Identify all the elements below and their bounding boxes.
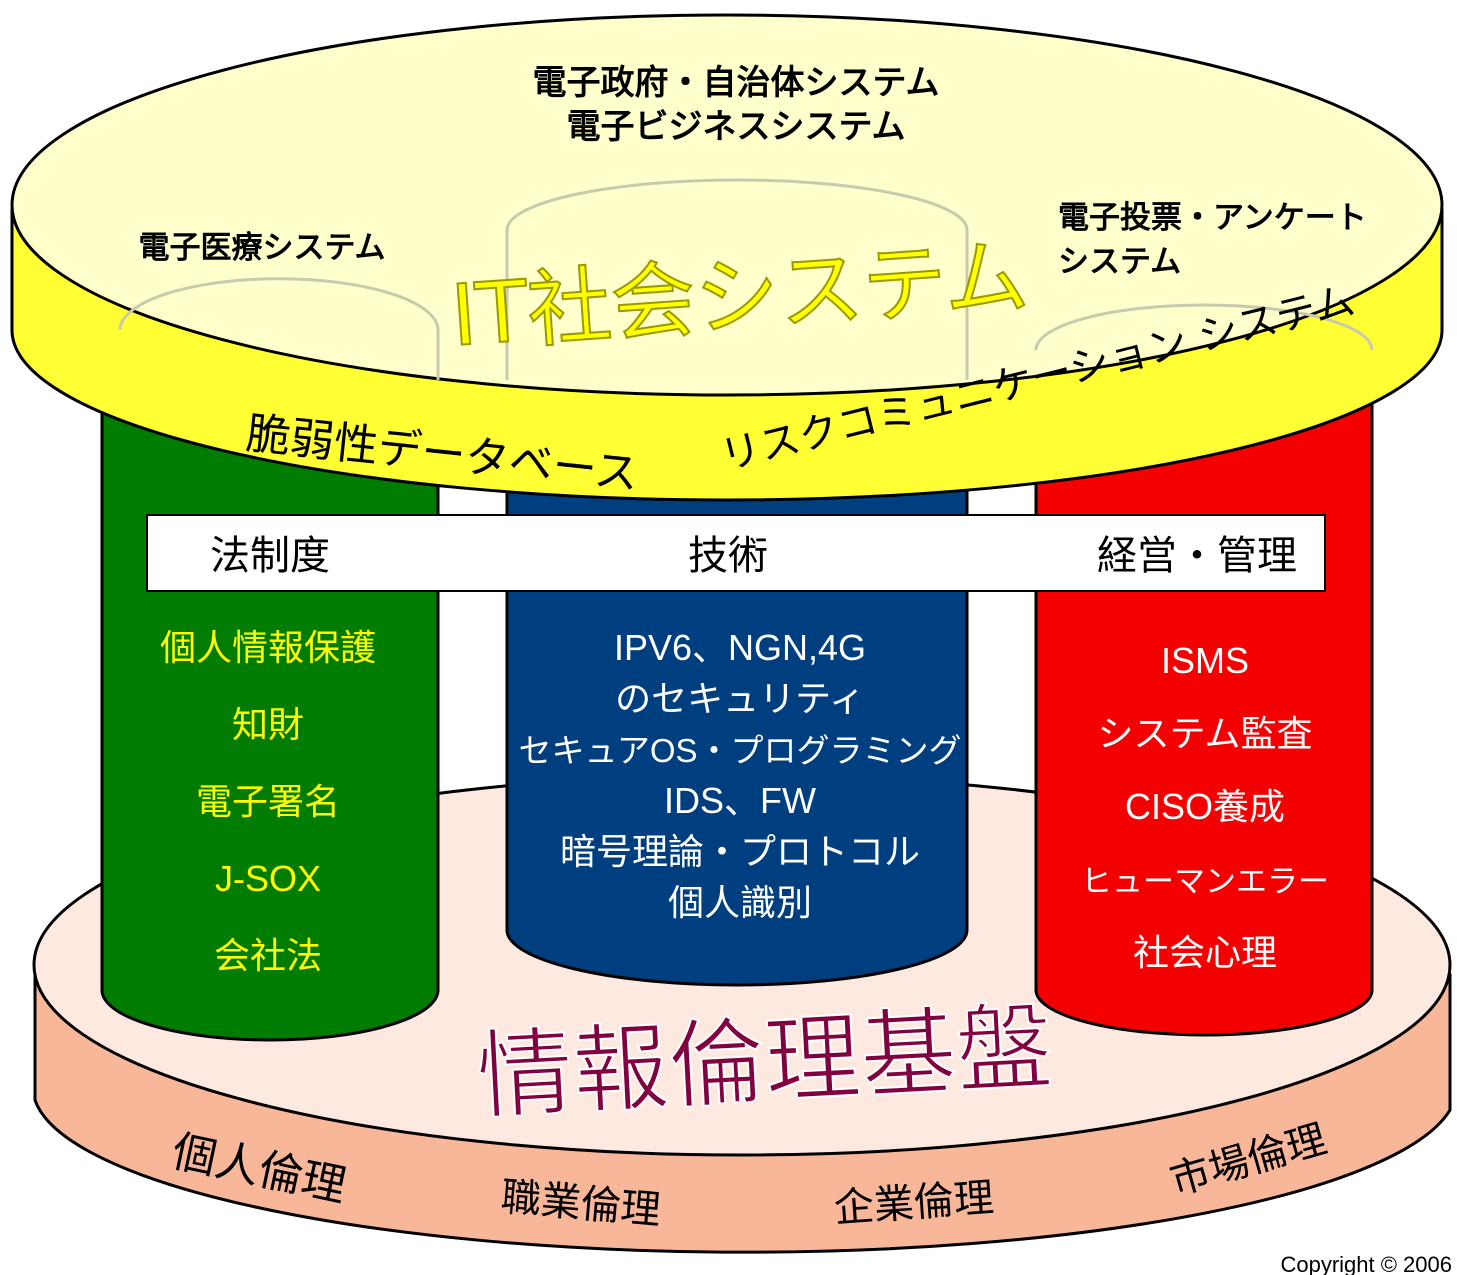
tech-item-1: IPV6、NGN,4G [614,627,866,668]
header-mgmt: 経営・管理 [1097,533,1297,579]
mgmt-item-1: ISMS [1161,640,1249,681]
top-right-line-1: 電子投票・アンケート [1058,200,1367,236]
top-right-line-2: システム [1058,244,1181,280]
header-law: 法制度 [210,533,330,579]
mgmt-item-4: ヒューマンエラー [1081,864,1329,899]
law-item-3: 電子署名 [196,781,340,822]
law-item-1: 個人情報保護 [160,627,376,668]
header-tech: 技術 [688,533,768,579]
tech-item-3: セキュアOS・プログラミング [518,732,961,769]
header-bar [146,514,1326,592]
top-line-1: 電子政府・自治体システム [533,63,940,103]
tech-item-4: IDS、FW [664,780,816,821]
law-item-2: 知財 [232,704,304,745]
tech-item-6: 個人識別 [668,882,812,923]
mgmt-item-3: CISO養成 [1125,786,1285,827]
base-corporate: 企業倫理 [832,1175,995,1232]
law-item-5: 会社法 [214,935,322,976]
pillar-mgmt [1034,328,1374,1037]
tech-item-5: 暗号理論・プロトコル [560,831,920,872]
law-item-4: J-SOX [215,858,321,899]
copyright: Copyright © 2006 [1280,1252,1452,1275]
tech-item-2: のセキュリティ [615,678,865,719]
mgmt-item-2: システム監査 [1098,713,1313,754]
top-disk [10,13,1444,502]
mgmt-item-5: 社会心理 [1133,932,1277,973]
pillar-law [100,328,440,1042]
top-left-label: 電子医療システム [138,230,385,266]
top-disk-surface [10,13,1444,397]
top-line-2: 電子ビジネスシステム [567,107,906,147]
